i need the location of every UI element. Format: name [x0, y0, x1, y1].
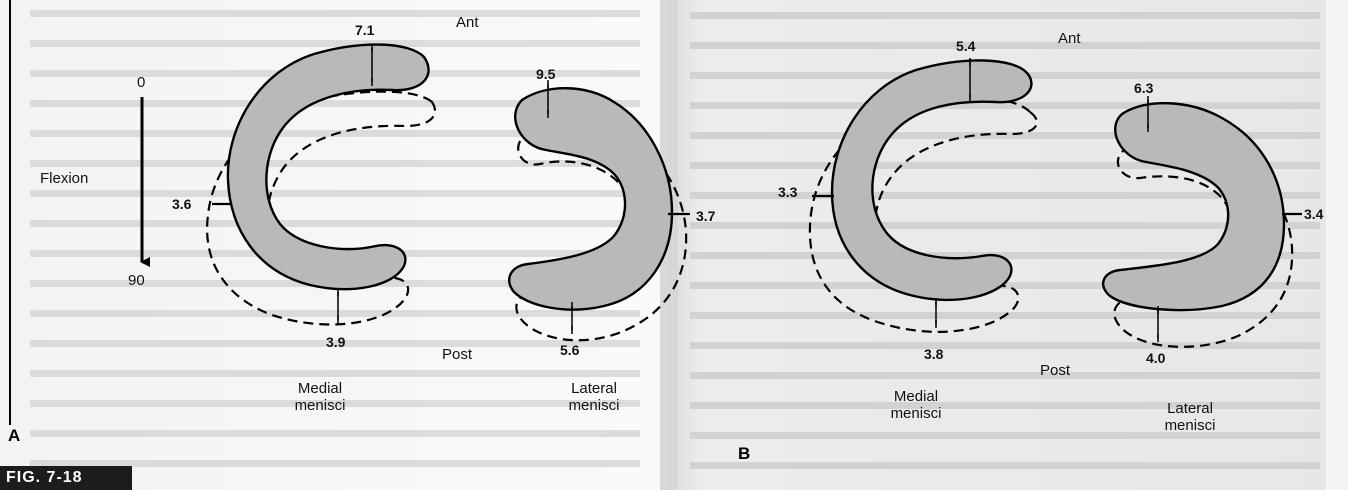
lateral-b-caption-line1: Lateral — [1167, 400, 1213, 417]
medial-b-ant-value: 5.4 — [956, 38, 976, 54]
lateral-b-ant-value: 6.3 — [1134, 80, 1154, 96]
lateral-b-post-value: 4.0 — [1146, 350, 1166, 366]
medial-a-ant-value: 7.1 — [355, 22, 375, 38]
lateral-a-caption: Lateral menisci — [552, 380, 636, 414]
lateral-meniscus-b-shape — [1101, 101, 1286, 312]
medial-a-caption: Medial menisci — [280, 380, 360, 414]
lateral-meniscus-a — [508, 80, 690, 342]
panel-b-ant-label: Ant — [1058, 30, 1081, 47]
medial-meniscus-a — [206, 43, 437, 326]
medial-b-caption: Medial menisci — [876, 388, 956, 422]
medial-b-caption-line2: menisci — [890, 405, 942, 422]
panel-a-ant-label: Ant — [456, 14, 479, 31]
page-edge — [1326, 0, 1348, 490]
lateral-b-caption-line2: menisci — [1164, 417, 1216, 434]
medial-b-side-value: 3.3 — [778, 184, 798, 200]
lateral-b-caption: Lateral menisci — [1148, 400, 1232, 434]
panel-b — [808, 58, 1302, 348]
flexion-end-label: 90 — [128, 272, 145, 289]
panel-b-post-label: Post — [1040, 362, 1071, 379]
medial-meniscus-b — [808, 58, 1038, 333]
flexion-start-label: 0 — [137, 74, 146, 91]
flexion-label: Flexion — [40, 170, 89, 187]
bleed-lines-right — [690, 12, 1320, 469]
medial-b-caption-line1: Medial — [893, 388, 939, 405]
lateral-b-side-value: 3.4 — [1304, 206, 1324, 222]
medial-meniscus-b-shape — [830, 59, 1033, 302]
lateral-meniscus-a-extended — [515, 122, 688, 342]
panel-b-letter: B — [738, 444, 751, 463]
lateral-a-caption-line2: menisci — [568, 397, 620, 414]
medial-b-post-value: 3.8 — [924, 346, 944, 362]
lateral-a-ant-value: 9.5 — [536, 66, 556, 82]
medial-a-caption-line1: Medial — [297, 380, 343, 397]
lateral-a-side-value: 3.7 — [696, 208, 716, 224]
medial-a-side-value: 3.6 — [172, 196, 192, 212]
lateral-a-post-value: 5.6 — [560, 342, 580, 358]
medial-a-caption-line2: menisci — [294, 397, 346, 414]
lateral-meniscus-a-shape — [508, 87, 674, 311]
medial-meniscus-a-shape — [226, 43, 430, 291]
background-text-bleed — [30, 0, 1348, 490]
page-gutter — [660, 0, 678, 490]
medial-a-post-value: 3.9 — [326, 334, 346, 350]
panel-a-letter: A — [8, 426, 21, 445]
panel-a — [140, 43, 690, 342]
panel-a-post-label: Post — [442, 346, 473, 363]
lateral-a-caption-line1: Lateral — [571, 380, 617, 397]
lateral-meniscus-b — [1101, 96, 1302, 348]
lateral-meniscus-b-extended — [1113, 136, 1294, 348]
figure-number-label: FIG. 7-18 — [0, 466, 132, 490]
